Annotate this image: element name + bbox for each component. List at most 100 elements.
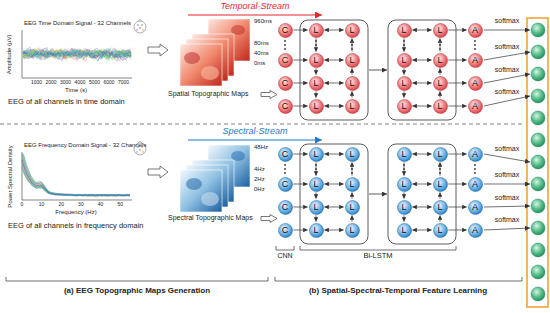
tick-label: 5000 [89, 80, 100, 86]
lstm-cell: L [309, 53, 324, 68]
cell-shape [345, 76, 359, 90]
axis-label: Amplitude (µV) [7, 34, 14, 74]
cell-label: L [433, 177, 448, 192]
cell-connector [412, 207, 431, 208]
cell-label: A [468, 99, 483, 114]
psd-trace [22, 164, 130, 196]
bracket [300, 246, 456, 250]
softmax-label: softmax [495, 171, 520, 179]
map-label: 0ms [254, 60, 265, 67]
head-outline [134, 21, 146, 33]
softmax-label: softmax [495, 145, 520, 153]
cell-connector [440, 38, 441, 51]
psd-trace [22, 167, 130, 196]
tick-label: 7000 [118, 80, 129, 86]
cell-shape [397, 99, 411, 113]
cell-label: L [433, 23, 448, 38]
lstm-cell: L [397, 76, 412, 91]
map-label: 2Hz [254, 176, 265, 183]
softmax-label: softmax [495, 17, 520, 25]
electrode-dot [142, 151, 143, 152]
cell-connector [316, 68, 317, 74]
map-label: 0Hz [254, 186, 265, 193]
cell-label: L [433, 223, 448, 238]
cell-connector [324, 184, 343, 185]
psd-trace [22, 159, 130, 196]
lstm-cell: L [433, 23, 448, 38]
cell-shape [397, 200, 411, 214]
cnn-cell: C [278, 23, 293, 38]
axis-label: Power Spectral Density [7, 145, 14, 207]
eeg-signal-plot [23, 47, 131, 61]
cell-connector [404, 38, 405, 51]
output-unit [531, 23, 545, 37]
signal-trace [23, 47, 131, 61]
lstm-cell: L [397, 223, 412, 238]
lstm-cell: L [309, 223, 324, 238]
cell-connector [293, 154, 307, 155]
tick-label: 3000 [60, 80, 71, 86]
cell-shape [278, 177, 292, 191]
cell-connector [293, 30, 307, 31]
psd-trace [22, 169, 130, 196]
ellipsis-dot [284, 48, 286, 50]
cell-shape [278, 147, 292, 161]
tick-label: 40 [98, 202, 104, 208]
tick-label: 2000 [45, 80, 56, 86]
lstm-cell: L [309, 23, 324, 38]
cell-label: L [309, 200, 324, 215]
lstm-cell: L [433, 99, 448, 114]
cell-connector [352, 91, 353, 97]
cell-connector [293, 60, 307, 61]
ellipsis-dot [474, 168, 476, 170]
cell-shape [433, 76, 447, 90]
psd-trace [22, 166, 130, 196]
cell-label: C [278, 147, 293, 162]
tick-label: 10 [39, 202, 45, 208]
cell-label: L [345, 177, 360, 192]
cell-connector [448, 60, 466, 61]
attention-cell: A [468, 23, 483, 38]
output-column [531, 23, 545, 301]
cell-shape [345, 53, 359, 67]
lstm-cell: L [345, 53, 360, 68]
divider-line [0, 124, 522, 125]
cell-connector [412, 30, 431, 31]
stream-arrow [188, 139, 322, 140]
cell-label: L [309, 76, 324, 91]
cell-label: L [345, 200, 360, 215]
cell-connector [412, 230, 431, 231]
map-blob [201, 192, 219, 206]
psd-trace [22, 168, 130, 195]
cnn-cell: C [278, 76, 293, 91]
psd-trace [22, 155, 130, 196]
psd-trace [22, 155, 130, 196]
cell-connector [412, 154, 431, 155]
cell-label: L [397, 99, 412, 114]
cell-connector [440, 68, 441, 74]
output-unit [531, 67, 545, 81]
panel-caption: Spatial Topographic Maps [168, 90, 248, 98]
output-unit [531, 243, 545, 257]
cell-connector [352, 215, 353, 221]
signal-trace [23, 49, 131, 58]
hollow-arrow [261, 215, 277, 223]
psd-trace [22, 160, 130, 196]
lstm-cell: L [397, 99, 412, 114]
electrode-dot [141, 24, 142, 25]
ellipsis-dot [284, 172, 286, 174]
map-label: 4Hz [254, 166, 265, 173]
cell-label: L [397, 223, 412, 238]
cell-label: L [433, 200, 448, 215]
lstm-cell: L [309, 200, 324, 215]
cell-label: L [433, 147, 448, 162]
cell-shape [278, 53, 292, 67]
lstm-cell: L [309, 76, 324, 91]
lstm-cell: L [345, 223, 360, 238]
output-unit [531, 155, 545, 169]
lstm-cell: L [345, 99, 360, 114]
lstm-cell: L [397, 177, 412, 192]
lstm-cell: L [309, 177, 324, 192]
cell-label: A [468, 223, 483, 238]
layer-arrow [369, 194, 387, 195]
